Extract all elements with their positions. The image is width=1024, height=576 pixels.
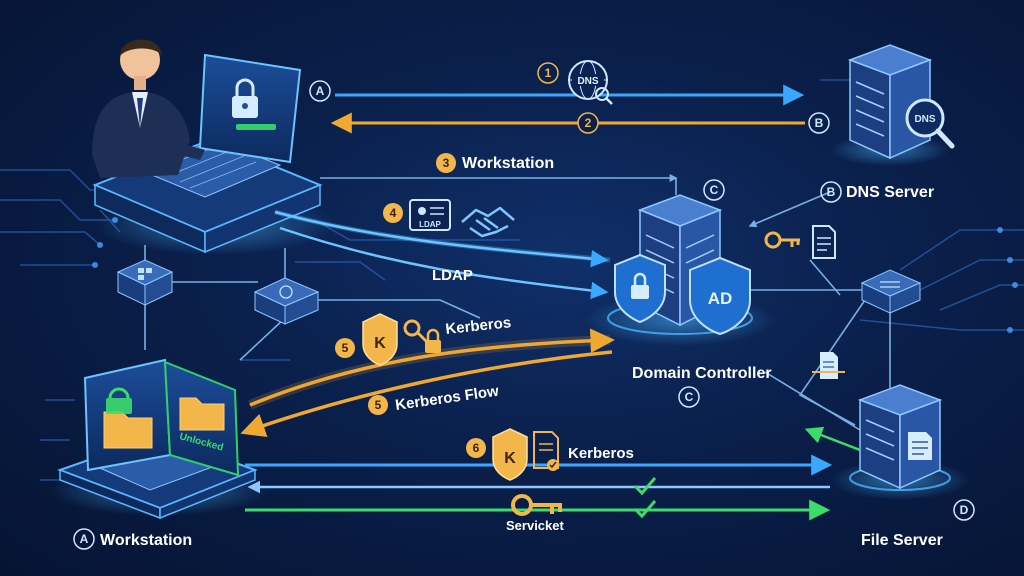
step-5-flow-badge: 5: [375, 398, 382, 412]
file-transfer-icon: [812, 352, 845, 379]
network-hub-center: [253, 277, 320, 325]
flow-labels: Workstation LDAP Kerberos Kerberos Flow …: [100, 155, 943, 549]
lock-shield-icon: [614, 253, 666, 324]
top-workstation: [92, 39, 335, 255]
document-icon: [812, 225, 836, 259]
ldap-card-icon: LDAP: [409, 199, 451, 231]
arrow-step-5-flow: [240, 350, 613, 438]
label-workstation-step: Workstation: [462, 155, 554, 172]
k-shield-lower-text: K: [504, 450, 516, 467]
dns-lens-text: DNS: [914, 114, 935, 125]
step-1-badge: 1: [545, 66, 552, 80]
label-ldap: LDAP: [432, 267, 473, 284]
node-c-top-badge: C: [710, 183, 719, 197]
unlocked-folder-icon: [103, 387, 153, 449]
kerberos-shield-icon-lower: K: [492, 428, 528, 481]
step-2-badge: 2: [585, 116, 592, 130]
label-kerberos-bottom: Kerberos: [568, 445, 634, 462]
magnifier-icon: DNS: [905, 98, 955, 149]
step-4-badge: 4: [390, 206, 397, 220]
certificate-icon: [533, 431, 559, 471]
step-6-badge: 6: [473, 441, 480, 455]
node-a-bottom-badge: A: [80, 532, 89, 546]
label-service-ticket: Servicket: [506, 518, 564, 533]
dns-globe-text: DNS: [577, 76, 598, 87]
node-badges: A B B C C D A: [73, 80, 975, 550]
dns-globe-icon: DNS: [568, 60, 613, 105]
ldap-card-text: LDAP: [419, 220, 441, 229]
k-shield-text: K: [374, 335, 386, 352]
network-hub-left: [116, 259, 174, 306]
ldap-flow-lines: [274, 209, 611, 300]
step-3-badge: 3: [443, 156, 450, 170]
ad-shield-text: AD: [708, 289, 733, 308]
arrow-file-return: [804, 426, 861, 452]
step-5-badge: 5: [342, 341, 349, 355]
label-kerberos-flow: Kerberos Flow: [394, 383, 500, 414]
label-file-server: File Server: [861, 532, 943, 549]
check-icon-lower: [633, 500, 657, 519]
check-icon-upper: [633, 477, 657, 496]
step-badges: 1 2 3 4 5 5 6: [335, 62, 599, 458]
label-domain-controller: Domain Controller: [632, 365, 772, 382]
key-icon: [764, 231, 800, 249]
network-hub-right: [860, 269, 922, 314]
node-b-arrow-badge: B: [815, 116, 824, 130]
node-d-badge: D: [960, 503, 969, 517]
network-links: [144, 174, 891, 431]
node-c-bottom-badge: C: [685, 390, 694, 404]
node-b-server-badge: B: [827, 185, 836, 199]
service-ticket-key-icon: [511, 494, 562, 516]
node-a-top-badge: A: [316, 84, 325, 98]
kerberos-shield-icon: K: [362, 313, 398, 366]
handshake-icon: [461, 206, 515, 238]
label-kerberos-top: Kerberos: [445, 314, 512, 338]
ad-shield-icon: AD: [689, 256, 751, 336]
bottom-workstation: [50, 358, 270, 520]
label-dns-server: DNS Server: [846, 184, 934, 201]
label-workstation-bottom: Workstation: [100, 532, 192, 549]
arrow-step-5-request: [249, 328, 615, 407]
key-lock-icon: [403, 319, 441, 353]
kerberos-glow: [248, 335, 611, 410]
file-server: [830, 384, 970, 500]
